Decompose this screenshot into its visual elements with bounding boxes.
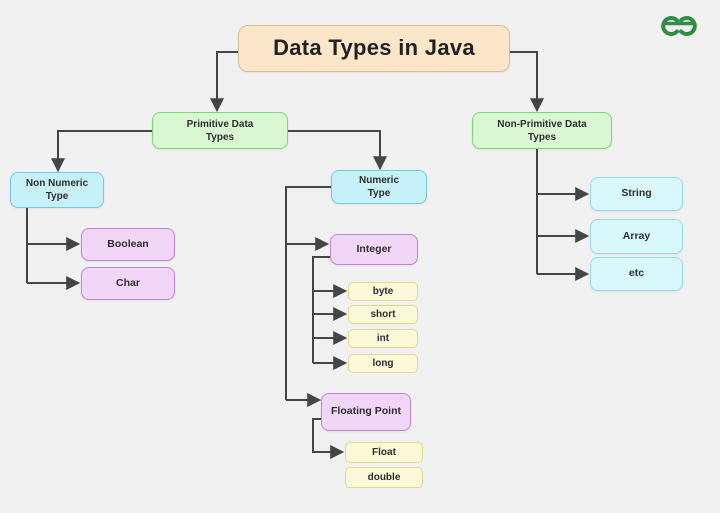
- node-double: double: [345, 467, 423, 488]
- edge-title-non-primitive: [510, 51, 544, 113]
- node-label: Primitive Data Types: [186, 118, 254, 143]
- geeksforgeeks-logo-icon: [661, 16, 697, 36]
- node-label: String: [621, 187, 652, 200]
- node-title: Data Types in Java: [238, 25, 510, 72]
- edge-primitive-numeric: [288, 130, 387, 171]
- node-label: etc: [628, 267, 645, 280]
- node-etc: etc: [590, 257, 683, 291]
- edge-title-primitive: [210, 51, 238, 113]
- node-non-numeric-type: Non Numeric Type: [10, 172, 104, 208]
- node-label: byte: [372, 286, 394, 297]
- node-string: String: [590, 177, 683, 211]
- node-label: Float: [372, 447, 396, 458]
- node-array: Array: [590, 219, 683, 254]
- node-integer: Integer: [330, 234, 418, 265]
- node-floating-point: Floating Point: [321, 393, 411, 431]
- node-non-primitive-data-types: Non-Primitive Data Types: [472, 112, 612, 149]
- diagram-title-text: Data Types in Java: [273, 35, 475, 61]
- node-label: Boolean: [107, 237, 149, 250]
- node-label: long: [372, 358, 394, 369]
- node-numeric-type: Numeric Type: [331, 170, 427, 204]
- node-byte: byte: [348, 282, 418, 301]
- edge-primitive-non-numeric: [51, 130, 152, 173]
- node-label: Char: [116, 276, 140, 289]
- node-short: short: [348, 305, 418, 324]
- node-boolean: Boolean: [81, 228, 175, 261]
- node-label: short: [370, 309, 396, 320]
- node-label: int: [376, 333, 390, 344]
- node-primitive-data-types: Primitive Data Types: [152, 112, 288, 149]
- node-label: Non Numeric Type: [25, 178, 89, 202]
- node-float: Float: [345, 442, 423, 463]
- node-label: Floating Point: [331, 405, 401, 418]
- node-label: Integer: [356, 242, 392, 255]
- node-label: double: [367, 472, 401, 483]
- node-long: long: [348, 354, 418, 373]
- trunk-integer: [312, 256, 330, 363]
- node-char: Char: [81, 267, 175, 300]
- node-int: int: [348, 329, 418, 348]
- node-label: Array: [622, 229, 651, 242]
- trunk-numeric: [285, 186, 331, 400]
- node-label: Non-Primitive Data Types: [497, 118, 587, 143]
- node-label: Numeric Type: [358, 175, 399, 199]
